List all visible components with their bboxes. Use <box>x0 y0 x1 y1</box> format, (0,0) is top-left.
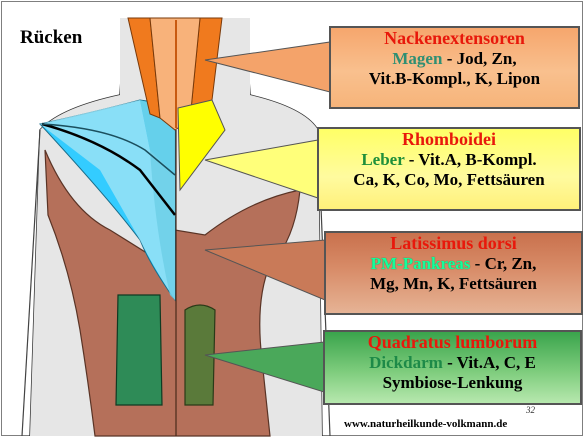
callout-box-quadratus: Quadratus lumborum Dickdarm - Vit.A, C, … <box>323 330 582 405</box>
muscle-heading: Nackenextensoren <box>331 28 578 49</box>
organ-name: Magen <box>392 49 442 68</box>
organ-line: Magen - Jod, Zn, <box>331 49 578 69</box>
footer-url: www.naturheilkunde-volkmann.de <box>344 418 507 430</box>
organ-line: PM-Pankreas - Cr, Zn, <box>326 254 581 274</box>
page-title: Rücken <box>20 27 82 49</box>
callout-box-neck: Nackenextensoren Magen - Jod, Zn, Vit.B-… <box>329 26 580 109</box>
nutrients-line: Symbiose-Lenkung <box>325 373 580 393</box>
organ-name: PM-Pankreas <box>371 254 471 273</box>
organ-name: Leber <box>361 150 404 169</box>
nutrients: - Vit.A, B-Kompl. <box>404 150 536 169</box>
organ-line: Leber - Vit.A, B-Kompl. <box>319 150 579 170</box>
nutrients: - Jod, Zn, <box>442 49 516 68</box>
organ-line: Dickdarm - Vit.A, C, E <box>325 353 580 373</box>
nutrients: - Vit.A, C, E <box>443 353 536 372</box>
page-number: 32 <box>526 405 535 415</box>
muscle-heading: Quadratus lumborum <box>325 332 580 353</box>
nutrients-line: Ca, K, Co, Mo, Fettsäuren <box>319 170 579 190</box>
muscle-heading: Rhomboidei <box>319 129 579 150</box>
callout-box-latissimus: Latissimus dorsi PM-Pankreas - Cr, Zn, M… <box>324 231 583 315</box>
callout-box-rhomboid: Rhomboidei Leber - Vit.A, B-Kompl. Ca, K… <box>317 127 581 211</box>
quadratus-left <box>116 295 162 405</box>
muscle-heading: Latissimus dorsi <box>326 233 581 254</box>
nutrients-line: Mg, Mn, K, Fettsäuren <box>326 274 581 294</box>
nutrients: - Cr, Zn, <box>470 254 536 273</box>
nutrients-line: Vit.B-Kompl., K, Lipon <box>331 69 578 89</box>
organ-name: Dickdarm <box>369 353 443 372</box>
